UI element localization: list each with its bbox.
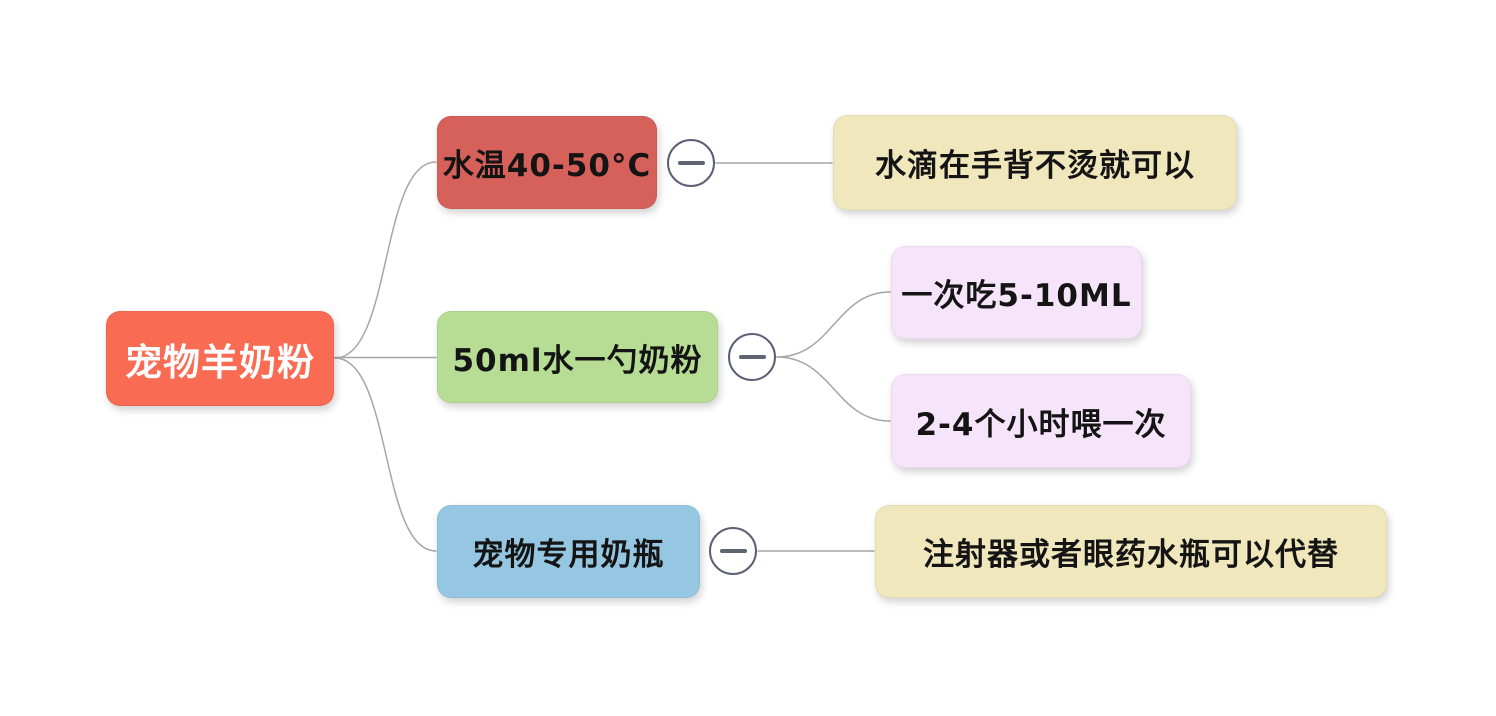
minus-icon	[677, 161, 705, 165]
node-branch-ratio[interactable]: 50ml水一勺奶粉	[437, 311, 718, 403]
node-branch-bottle[interactable]: 宠物专用奶瓶	[437, 505, 700, 598]
collapse-button-branch1[interactable]	[667, 139, 715, 187]
node-leaf-frequency[interactable]: 2-4个小时喂一次	[891, 374, 1191, 468]
node-leaf-substitute[interactable]: 注射器或者眼药水瓶可以代替	[875, 505, 1387, 598]
node-leaf-amount[interactable]: 一次吃5-10ML	[891, 246, 1142, 339]
node-root[interactable]: 宠物羊奶粉	[106, 311, 334, 406]
minus-icon	[738, 355, 766, 359]
collapse-button-branch3[interactable]	[709, 527, 757, 575]
connector-branch2-leaf2	[776, 291, 891, 358]
connector-branch2-leaf3	[776, 356, 891, 422]
collapse-button-branch2[interactable]	[728, 333, 776, 381]
node-leaf-water-test[interactable]: 水滴在手背不烫就可以	[833, 115, 1237, 210]
minus-icon	[719, 549, 747, 553]
connector-root-branch3	[334, 357, 437, 552]
connector-root-branch1	[334, 161, 437, 359]
node-branch-water-temp[interactable]: 水温40-50°C	[437, 116, 657, 209]
